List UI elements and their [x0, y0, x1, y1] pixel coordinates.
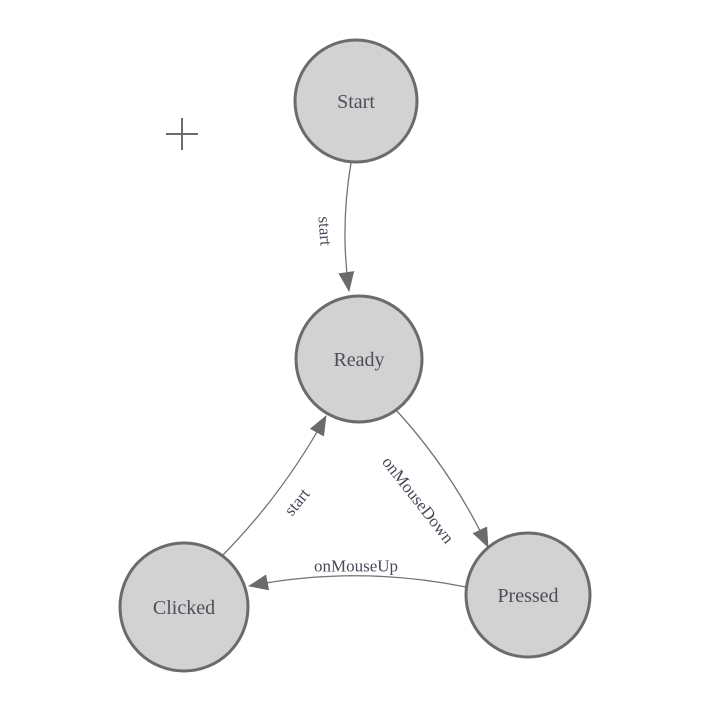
state-label-start: Start — [337, 91, 375, 113]
state-circle-clicked[interactable] — [118, 541, 250, 673]
transition-edge-start-to-ready[interactable] — [338, 162, 355, 292]
transition-label-pressed-to-clicked: onMouseUp — [314, 557, 398, 576]
state-circle-start[interactable] — [293, 38, 419, 164]
state-node-ready[interactable]: Ready — [294, 294, 424, 424]
state-circle-pressed[interactable] — [464, 531, 592, 659]
transition-clicked-to-ready: start — [221, 415, 327, 557]
transition-edge-pressed-to-clicked[interactable] — [248, 574, 467, 591]
transition-label-start-to-ready: start — [315, 216, 336, 247]
transition-pressed-to-clicked: onMouseUp — [248, 557, 467, 591]
state-node-clicked[interactable]: Clicked — [118, 541, 250, 673]
state-node-pressed[interactable]: Pressed — [464, 531, 592, 659]
transition-edge-clicked-to-ready[interactable] — [221, 415, 327, 557]
crosshair-icon — [166, 118, 198, 150]
transition-label-ready-to-pressed: onMouseDown — [378, 453, 458, 548]
state-node-start[interactable]: Start — [293, 38, 419, 164]
transition-ready-to-pressed: onMouseDown — [378, 409, 489, 548]
transition-edge-ready-to-pressed[interactable] — [395, 409, 489, 548]
transition-start-to-ready: start — [315, 162, 355, 292]
state-label-pressed: Pressed — [497, 585, 558, 607]
transition-label-clicked-to-ready: start — [280, 484, 313, 519]
state-label-ready: Ready — [333, 349, 384, 371]
state-circle-ready[interactable] — [294, 294, 424, 424]
state-label-clicked: Clicked — [153, 597, 215, 619]
